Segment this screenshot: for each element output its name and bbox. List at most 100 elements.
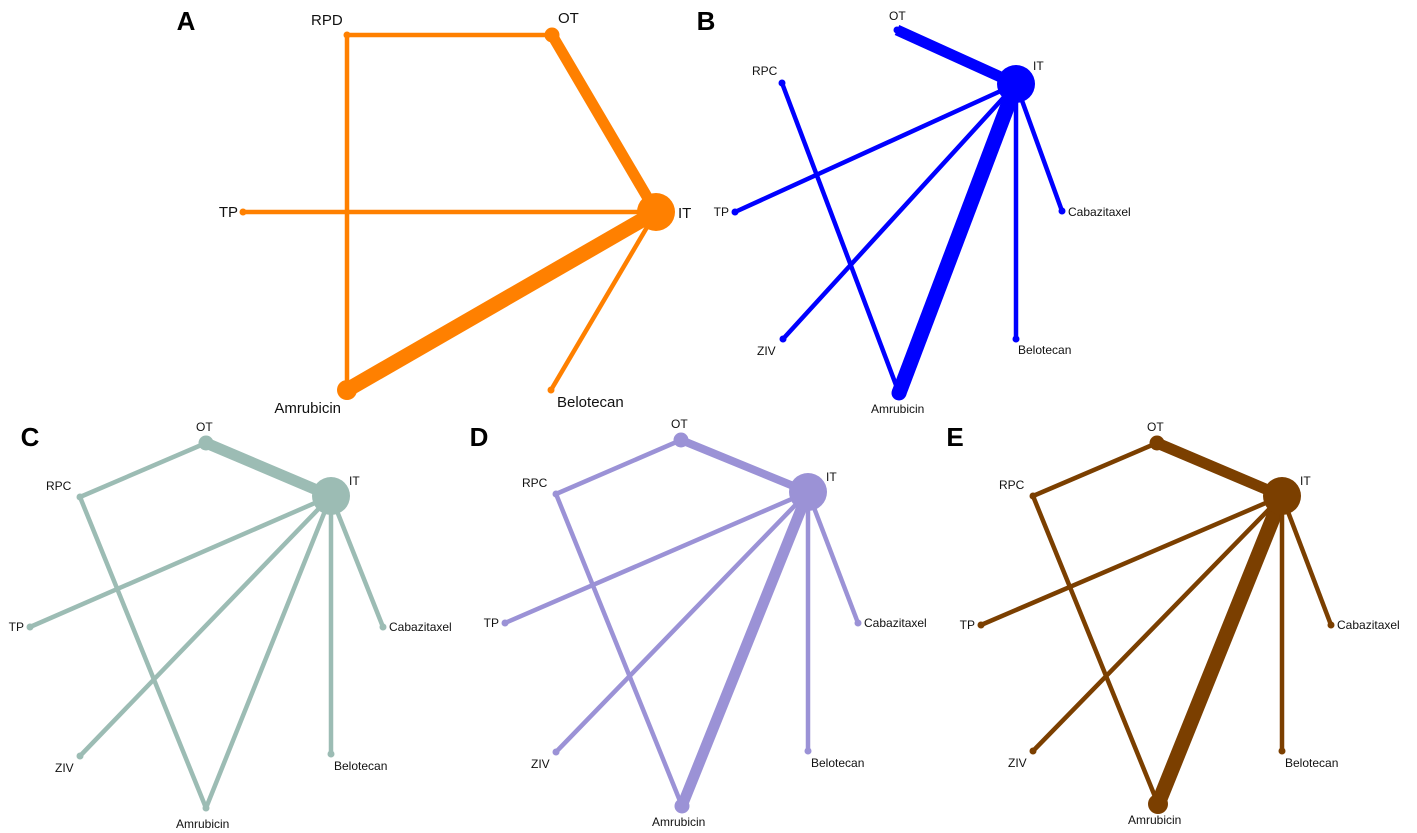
node-tp	[239, 208, 247, 216]
node-label-ot: OT	[1147, 420, 1164, 434]
node-ot	[544, 27, 560, 43]
node-label-cabazitaxel: Cabazitaxel	[864, 616, 927, 630]
edge-amrubicin-it	[203, 495, 334, 809]
edge-rpc-amrubicin	[1030, 495, 1161, 805]
edge-ziv-it	[78, 494, 333, 758]
edge-rpc-ot	[1032, 440, 1158, 499]
node-ot	[198, 435, 214, 451]
node-label-ot: OT	[196, 420, 213, 434]
node-label-tp: TP	[960, 618, 975, 632]
node-label-it: IT	[349, 474, 360, 488]
node-label-rpd: RPD	[311, 12, 343, 29]
edge-ot-it	[547, 32, 661, 215]
edge-tp-it	[734, 81, 1017, 215]
node-it	[789, 473, 827, 511]
edge-amrubicin-it	[891, 81, 1024, 396]
panel-letter-e: E	[946, 422, 963, 452]
edge-rpc-amrubicin	[779, 82, 902, 394]
edge-ot-it	[679, 436, 810, 496]
node-rpc	[552, 490, 560, 498]
node-amrubicin	[1148, 794, 1168, 814]
edge-cabazitaxel-it	[328, 495, 386, 628]
node-rpc	[778, 79, 786, 87]
edge-ot-it	[203, 437, 334, 502]
node-label-rpc: RPC	[46, 479, 72, 493]
node-ot	[1149, 435, 1165, 451]
edge-amrubicin-it	[343, 205, 660, 397]
node-rpc	[1029, 492, 1037, 500]
node-label-amrubicin: Amrubicin	[652, 815, 705, 829]
edge-rpc-ot	[555, 437, 682, 497]
node-label-ot: OT	[889, 9, 906, 23]
node-label-ot: OT	[671, 417, 688, 431]
edge-ziv-it	[781, 82, 1018, 341]
node-ziv	[552, 748, 560, 756]
edge-cabazitaxel-it	[1279, 495, 1334, 626]
node-it	[637, 193, 675, 231]
node-label-belotecan: Belotecan	[557, 394, 624, 411]
edge-amrubicin-it	[676, 489, 814, 809]
edge-rpc-amrubicin	[77, 496, 209, 809]
node-label-it: IT	[1300, 474, 1311, 488]
panel-letter-b: B	[697, 6, 716, 36]
node-tp	[26, 623, 34, 631]
edge-ot-it	[1154, 437, 1285, 502]
node-label-belotecan: Belotecan	[334, 759, 387, 773]
node-label-ot: OT	[558, 10, 579, 27]
panel-letter-c: C	[21, 422, 40, 452]
edge-ot-it	[894, 24, 1019, 90]
node-label-cabazitaxel: Cabazitaxel	[389, 620, 452, 634]
edge-amrubicin-it	[1151, 493, 1289, 807]
node-rpd	[343, 31, 351, 39]
node-label-tp: TP	[219, 204, 238, 221]
node-tp	[501, 619, 509, 627]
edge-ziv-it	[1031, 494, 1284, 753]
node-ziv	[76, 752, 84, 760]
node-label-tp: TP	[714, 205, 729, 219]
edge-rpc-ot	[79, 440, 207, 500]
edge-tp-it	[980, 493, 1283, 628]
edge-rpc-amrubicin	[553, 493, 685, 807]
node-rpc	[76, 493, 84, 501]
node-it	[312, 477, 350, 515]
node-ziv	[1029, 747, 1037, 755]
node-label-rpc: RPC	[522, 476, 548, 490]
edge-tp-it	[504, 489, 809, 626]
node-label-amrubicin: Amrubicin	[871, 402, 924, 416]
node-label-belotecan: Belotecan	[811, 756, 864, 770]
node-label-it: IT	[1033, 59, 1044, 73]
panel-letter-d: D	[470, 422, 489, 452]
node-amrubicin	[202, 804, 210, 812]
node-cabazitaxel	[1327, 621, 1335, 629]
node-amrubicin	[337, 380, 357, 400]
node-cabazitaxel	[379, 623, 387, 631]
node-label-ziv: ZIV	[55, 761, 74, 775]
node-tp	[977, 621, 985, 629]
edge-tp-it	[29, 493, 332, 630]
node-label-amrubicin: Amrubicin	[1128, 813, 1181, 827]
node-label-rpc: RPC	[999, 478, 1025, 492]
node-label-ziv: ZIV	[531, 757, 550, 771]
node-tp	[731, 208, 739, 216]
node-belotecan	[804, 747, 812, 755]
node-belotecan	[1278, 747, 1286, 755]
node-ot	[893, 26, 901, 34]
node-ot	[673, 432, 689, 448]
node-label-belotecan: Belotecan	[1285, 756, 1338, 770]
panel-letter-a: A	[177, 6, 196, 36]
edge-cabazitaxel-it	[805, 491, 861, 624]
node-it	[1263, 477, 1301, 515]
node-label-rpc: RPC	[752, 64, 778, 78]
node-cabazitaxel	[1058, 207, 1066, 215]
node-label-ziv: ZIV	[757, 344, 776, 358]
node-cabazitaxel	[854, 619, 862, 627]
edge-ziv-it	[554, 490, 810, 754]
node-belotecan	[327, 750, 335, 758]
node-label-tp: TP	[9, 620, 24, 634]
